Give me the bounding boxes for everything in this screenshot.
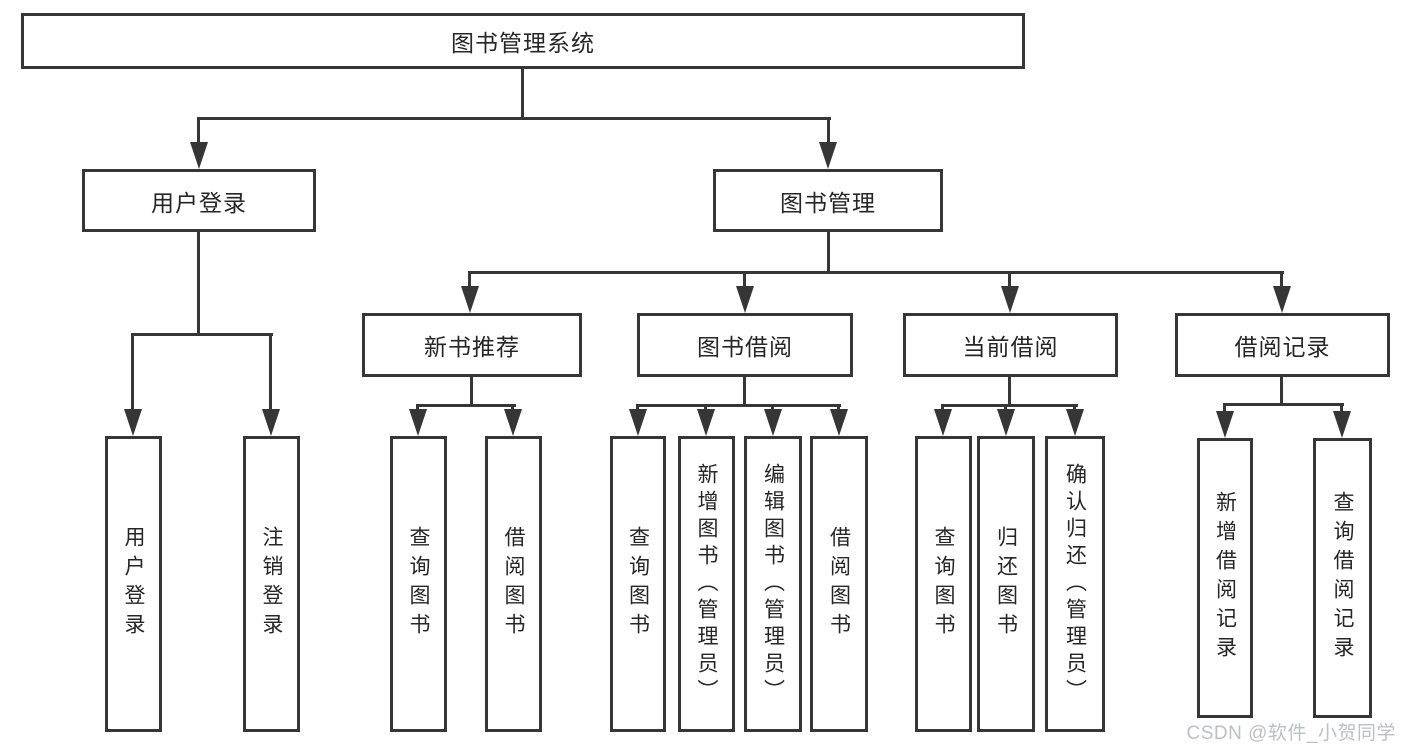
node-current-borrowing: 当前借阅 bbox=[903, 313, 1118, 377]
arrow-down-records-add bbox=[1216, 411, 1234, 438]
connector-drop-book-management bbox=[827, 117, 830, 145]
node-root: 图书管理系统 bbox=[21, 13, 1025, 69]
connector-drop-borrowing-edit bbox=[771, 404, 774, 412]
connector-user-login-stem bbox=[197, 232, 200, 335]
leaf-borrowing-edit-books-admin-label: 编辑图书（管理员） bbox=[761, 462, 785, 706]
arrow-down-user-login bbox=[190, 142, 208, 169]
leaf-records-add-record-label: 新增借阅记录 bbox=[1213, 491, 1237, 665]
leaf-current-return-books-label: 归还图书 bbox=[994, 526, 1018, 642]
arrow-down-borrowing-records bbox=[1273, 286, 1291, 313]
node-book-management: 图书管理 bbox=[713, 169, 943, 232]
arrow-down-current-query bbox=[934, 409, 952, 436]
arrow-down-book-management bbox=[819, 142, 837, 169]
leaf-current-confirm-return-admin-label: 确认归还（管理员） bbox=[1063, 462, 1087, 706]
arrow-down-borrowing-edit bbox=[764, 409, 782, 436]
connector-user-login-rail bbox=[132, 333, 273, 336]
leaf-records-query-record: 查询借阅记录 bbox=[1313, 438, 1372, 718]
arrow-down-book-borrowing bbox=[736, 286, 754, 313]
leaf-borrowing-query-books: 查询图书 bbox=[610, 436, 666, 732]
connector-drop-current-return bbox=[1004, 404, 1007, 412]
arrow-down-borrowing-borrow bbox=[830, 409, 848, 436]
node-borrowing-records-label: 借阅记录 bbox=[1234, 334, 1331, 360]
leaf-recommend-borrow-books: 借阅图书 bbox=[485, 436, 542, 732]
connector-drop-current-query bbox=[941, 404, 944, 412]
arrow-down-recommend-borrow bbox=[504, 409, 522, 436]
leaf-recommend-query-books: 查询图书 bbox=[390, 436, 447, 732]
arrow-down-current-return bbox=[997, 409, 1015, 436]
arrow-down-recommend-query bbox=[409, 409, 427, 436]
csdn-watermark: CSDN @软件_小贺同学 bbox=[1186, 723, 1396, 744]
connector-drop-recommend-borrow bbox=[511, 404, 514, 412]
leaf-current-query-books-label: 查询图书 bbox=[932, 526, 956, 642]
leaf-current-query-books: 查询图书 bbox=[915, 436, 972, 732]
arrow-down-leaf-user-login bbox=[124, 409, 142, 436]
node-user-login-label: 用户登录 bbox=[151, 189, 247, 216]
node-user-login: 用户登录 bbox=[82, 169, 316, 232]
connector-records-rail bbox=[1223, 403, 1344, 406]
connector-drop-borrowing-records bbox=[1280, 271, 1283, 288]
arrow-down-current-confirm bbox=[1066, 409, 1084, 436]
connector-borrowing-stem bbox=[743, 377, 746, 406]
node-new-book-recommend: 新书推荐 bbox=[362, 313, 582, 377]
leaf-borrowing-add-books-admin-label: 新增图书（管理员） bbox=[695, 462, 719, 706]
node-book-management-label: 图书管理 bbox=[780, 189, 876, 216]
arrow-down-current-borrowing bbox=[1001, 286, 1019, 313]
leaf-records-add-record: 新增借阅记录 bbox=[1197, 438, 1253, 718]
connector-records-stem bbox=[1280, 377, 1283, 405]
arrow-down-leaf-logout bbox=[262, 409, 280, 436]
node-book-borrowing-label: 图书借阅 bbox=[697, 334, 793, 360]
connector-drop-recommend-query bbox=[416, 404, 419, 412]
arrow-down-records-query bbox=[1333, 411, 1351, 438]
connector-drop-records-add bbox=[1223, 403, 1226, 412]
connector-drop-borrowing-query bbox=[636, 404, 639, 412]
connector-drop-current-borrowing bbox=[1008, 271, 1011, 288]
connector-recommend-stem bbox=[470, 377, 473, 406]
connector-current-stem bbox=[1008, 377, 1011, 406]
leaf-recommend-borrow-books-label: 借阅图书 bbox=[502, 526, 526, 642]
connector-borrowing-rail bbox=[636, 404, 841, 407]
node-new-book-recommend-label: 新书推荐 bbox=[424, 334, 520, 360]
leaf-user-login: 用户登录 bbox=[105, 436, 162, 732]
connector-root-stem bbox=[521, 68, 524, 119]
leaf-borrowing-add-books-admin: 新增图书（管理员） bbox=[678, 436, 735, 732]
connector-drop-leaf-user-login bbox=[131, 333, 134, 411]
leaf-current-confirm-return-admin: 确认归还（管理员） bbox=[1045, 436, 1105, 732]
connector-l2-rail bbox=[469, 271, 1284, 274]
leaf-records-query-record-label: 查询借阅记录 bbox=[1331, 491, 1355, 665]
leaf-logout-login: 注销登录 bbox=[243, 436, 300, 732]
leaf-logout-login-label: 注销登录 bbox=[260, 526, 284, 642]
connector-drop-borrowing-add bbox=[704, 404, 707, 412]
connector-drop-new-book-recommend bbox=[468, 271, 471, 288]
leaf-user-login-label: 用户登录 bbox=[122, 526, 146, 642]
node-book-borrowing: 图书借阅 bbox=[637, 313, 853, 377]
arrow-down-borrowing-add bbox=[697, 409, 715, 436]
connector-l1-rail bbox=[197, 117, 831, 120]
connector-drop-records-query bbox=[1340, 403, 1343, 412]
arrow-down-borrowing-query bbox=[629, 409, 647, 436]
node-root-label: 图书管理系统 bbox=[451, 30, 595, 56]
node-current-borrowing-label: 当前借阅 bbox=[962, 334, 1059, 360]
connector-drop-leaf-logout bbox=[269, 333, 272, 411]
leaf-borrowing-borrow-books-label: 借阅图书 bbox=[827, 526, 851, 642]
connector-book-management-stem bbox=[827, 232, 830, 273]
leaf-borrowing-borrow-books: 借阅图书 bbox=[810, 436, 868, 732]
leaf-borrowing-query-books-label: 查询图书 bbox=[626, 526, 650, 642]
leaf-recommend-query-books-label: 查询图书 bbox=[407, 526, 431, 642]
node-borrowing-records: 借阅记录 bbox=[1175, 313, 1390, 377]
connector-drop-user-login bbox=[197, 117, 200, 145]
connector-current-rail bbox=[941, 404, 1078, 407]
connector-drop-book-borrowing bbox=[743, 271, 746, 288]
connector-recommend-rail bbox=[416, 404, 516, 407]
leaf-borrowing-edit-books-admin: 编辑图书（管理员） bbox=[744, 436, 802, 732]
leaf-current-return-books: 归还图书 bbox=[977, 436, 1035, 732]
connector-drop-current-confirm bbox=[1073, 404, 1076, 412]
connector-drop-borrowing-borrow bbox=[837, 404, 840, 412]
arrow-down-new-book-recommend bbox=[461, 286, 479, 313]
